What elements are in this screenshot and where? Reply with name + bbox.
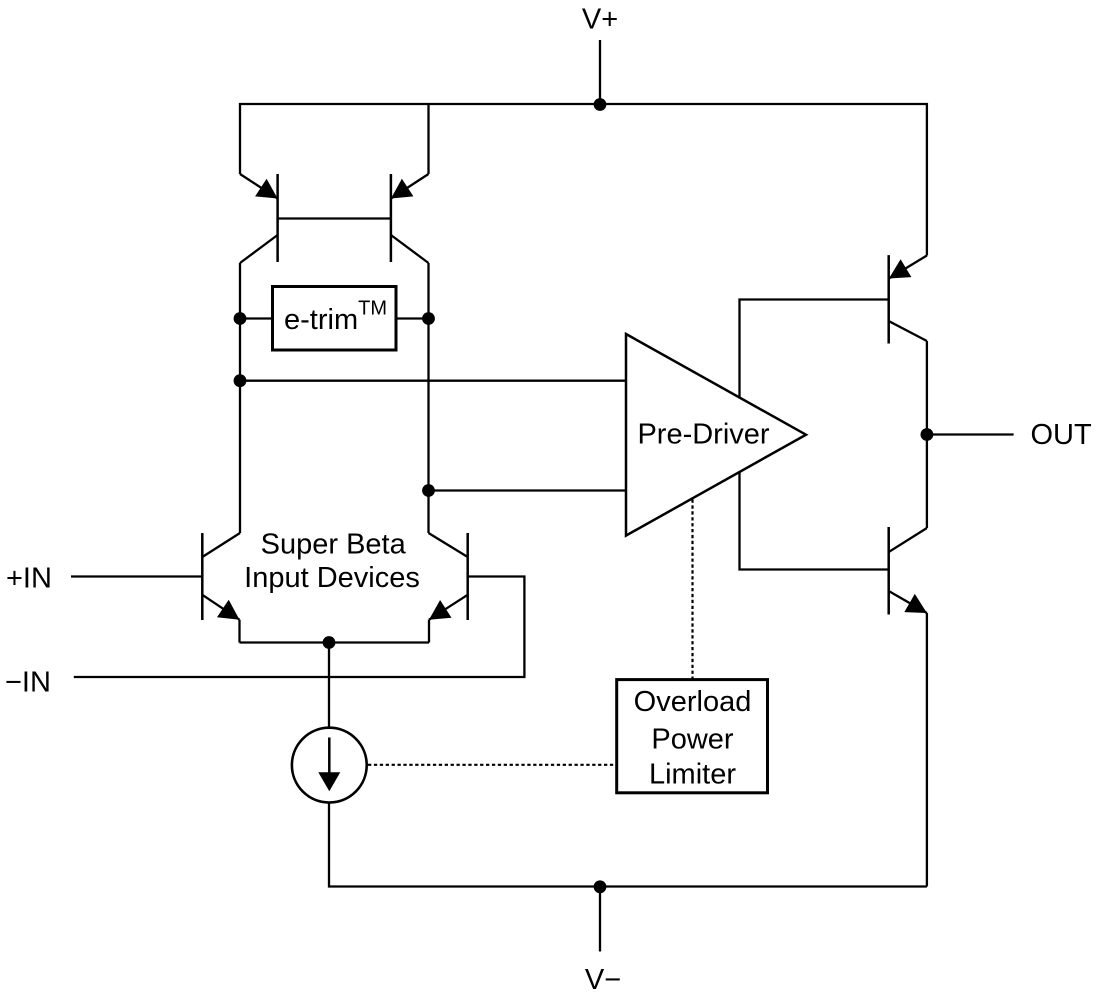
svg-text:Super Beta: Super Beta xyxy=(261,529,407,561)
svg-text:e-trimTM: e-trimTM xyxy=(284,297,387,336)
svg-text:V−: V− xyxy=(585,964,621,996)
svg-text:−IN: −IN xyxy=(5,667,51,699)
svg-text:Input Devices: Input Devices xyxy=(244,562,420,594)
svg-text:Limiter: Limiter xyxy=(649,759,736,791)
svg-text:Overload: Overload xyxy=(634,686,752,718)
svg-text:OUT: OUT xyxy=(1031,419,1093,451)
svg-text:V+: V+ xyxy=(582,4,618,36)
svg-text:+IN: +IN xyxy=(6,563,52,595)
svg-text:Pre-Driver: Pre-Driver xyxy=(637,419,769,451)
svg-text:Power: Power xyxy=(651,723,734,755)
